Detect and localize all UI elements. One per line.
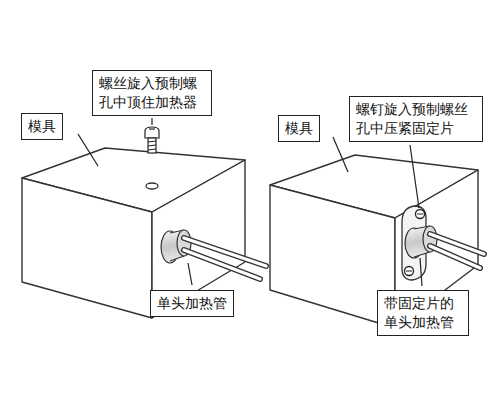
heater-tube-with-plate	[402, 206, 484, 280]
screw-head	[145, 127, 159, 138]
screw-hole	[146, 183, 158, 189]
plate-screw	[416, 210, 425, 219]
heater-lead	[430, 246, 480, 268]
plate-screw	[405, 267, 414, 276]
callout-text: 模具	[28, 117, 56, 136]
leader-line	[151, 118, 152, 125]
screw-thread	[148, 141, 156, 142]
callout-box: 带固定片的 单头加热管	[377, 290, 469, 336]
leader-line	[410, 145, 419, 208]
heater-body-edge	[170, 256, 184, 261]
screw-thread	[148, 145, 156, 146]
heater-body-edge	[414, 252, 430, 257]
leader-line	[333, 137, 348, 172]
screw-thread	[148, 149, 156, 150]
callout-text: 单头加热管	[157, 294, 227, 313]
plate-screw-slot	[417, 214, 423, 215]
heater-lead	[430, 246, 480, 268]
callout-box: 单头加热管	[150, 290, 234, 317]
callout-box: 螺丝旋入预制螺 孔中顶住加热器	[92, 70, 212, 116]
callout-box: 模具	[21, 113, 63, 140]
callout-text: 螺钉旋入预制螺丝 孔中压紧固定片	[356, 100, 476, 138]
callout-box: 模具	[278, 115, 320, 142]
mold-block	[22, 148, 245, 318]
leader-line	[420, 258, 422, 286]
plate-screw-slot	[406, 271, 412, 272]
heater-lead	[184, 250, 260, 279]
callout-text: 模具	[285, 119, 313, 138]
screw-shaft	[148, 138, 156, 153]
screw-slot	[149, 128, 155, 129]
heater-tube	[161, 230, 266, 279]
callout-box: 螺钉旋入预制螺丝 孔中压紧固定片	[349, 96, 483, 142]
leader-line	[188, 263, 192, 285]
mold-front-face	[22, 178, 152, 318]
heater-lead	[184, 250, 260, 279]
leader-line	[78, 134, 98, 166]
leader-lines	[78, 118, 422, 286]
callout-text: 带固定片的 单头加热管	[384, 294, 462, 332]
callout-text: 螺丝旋入预制螺 孔中顶住加热器	[99, 74, 205, 112]
screw	[145, 127, 159, 153]
